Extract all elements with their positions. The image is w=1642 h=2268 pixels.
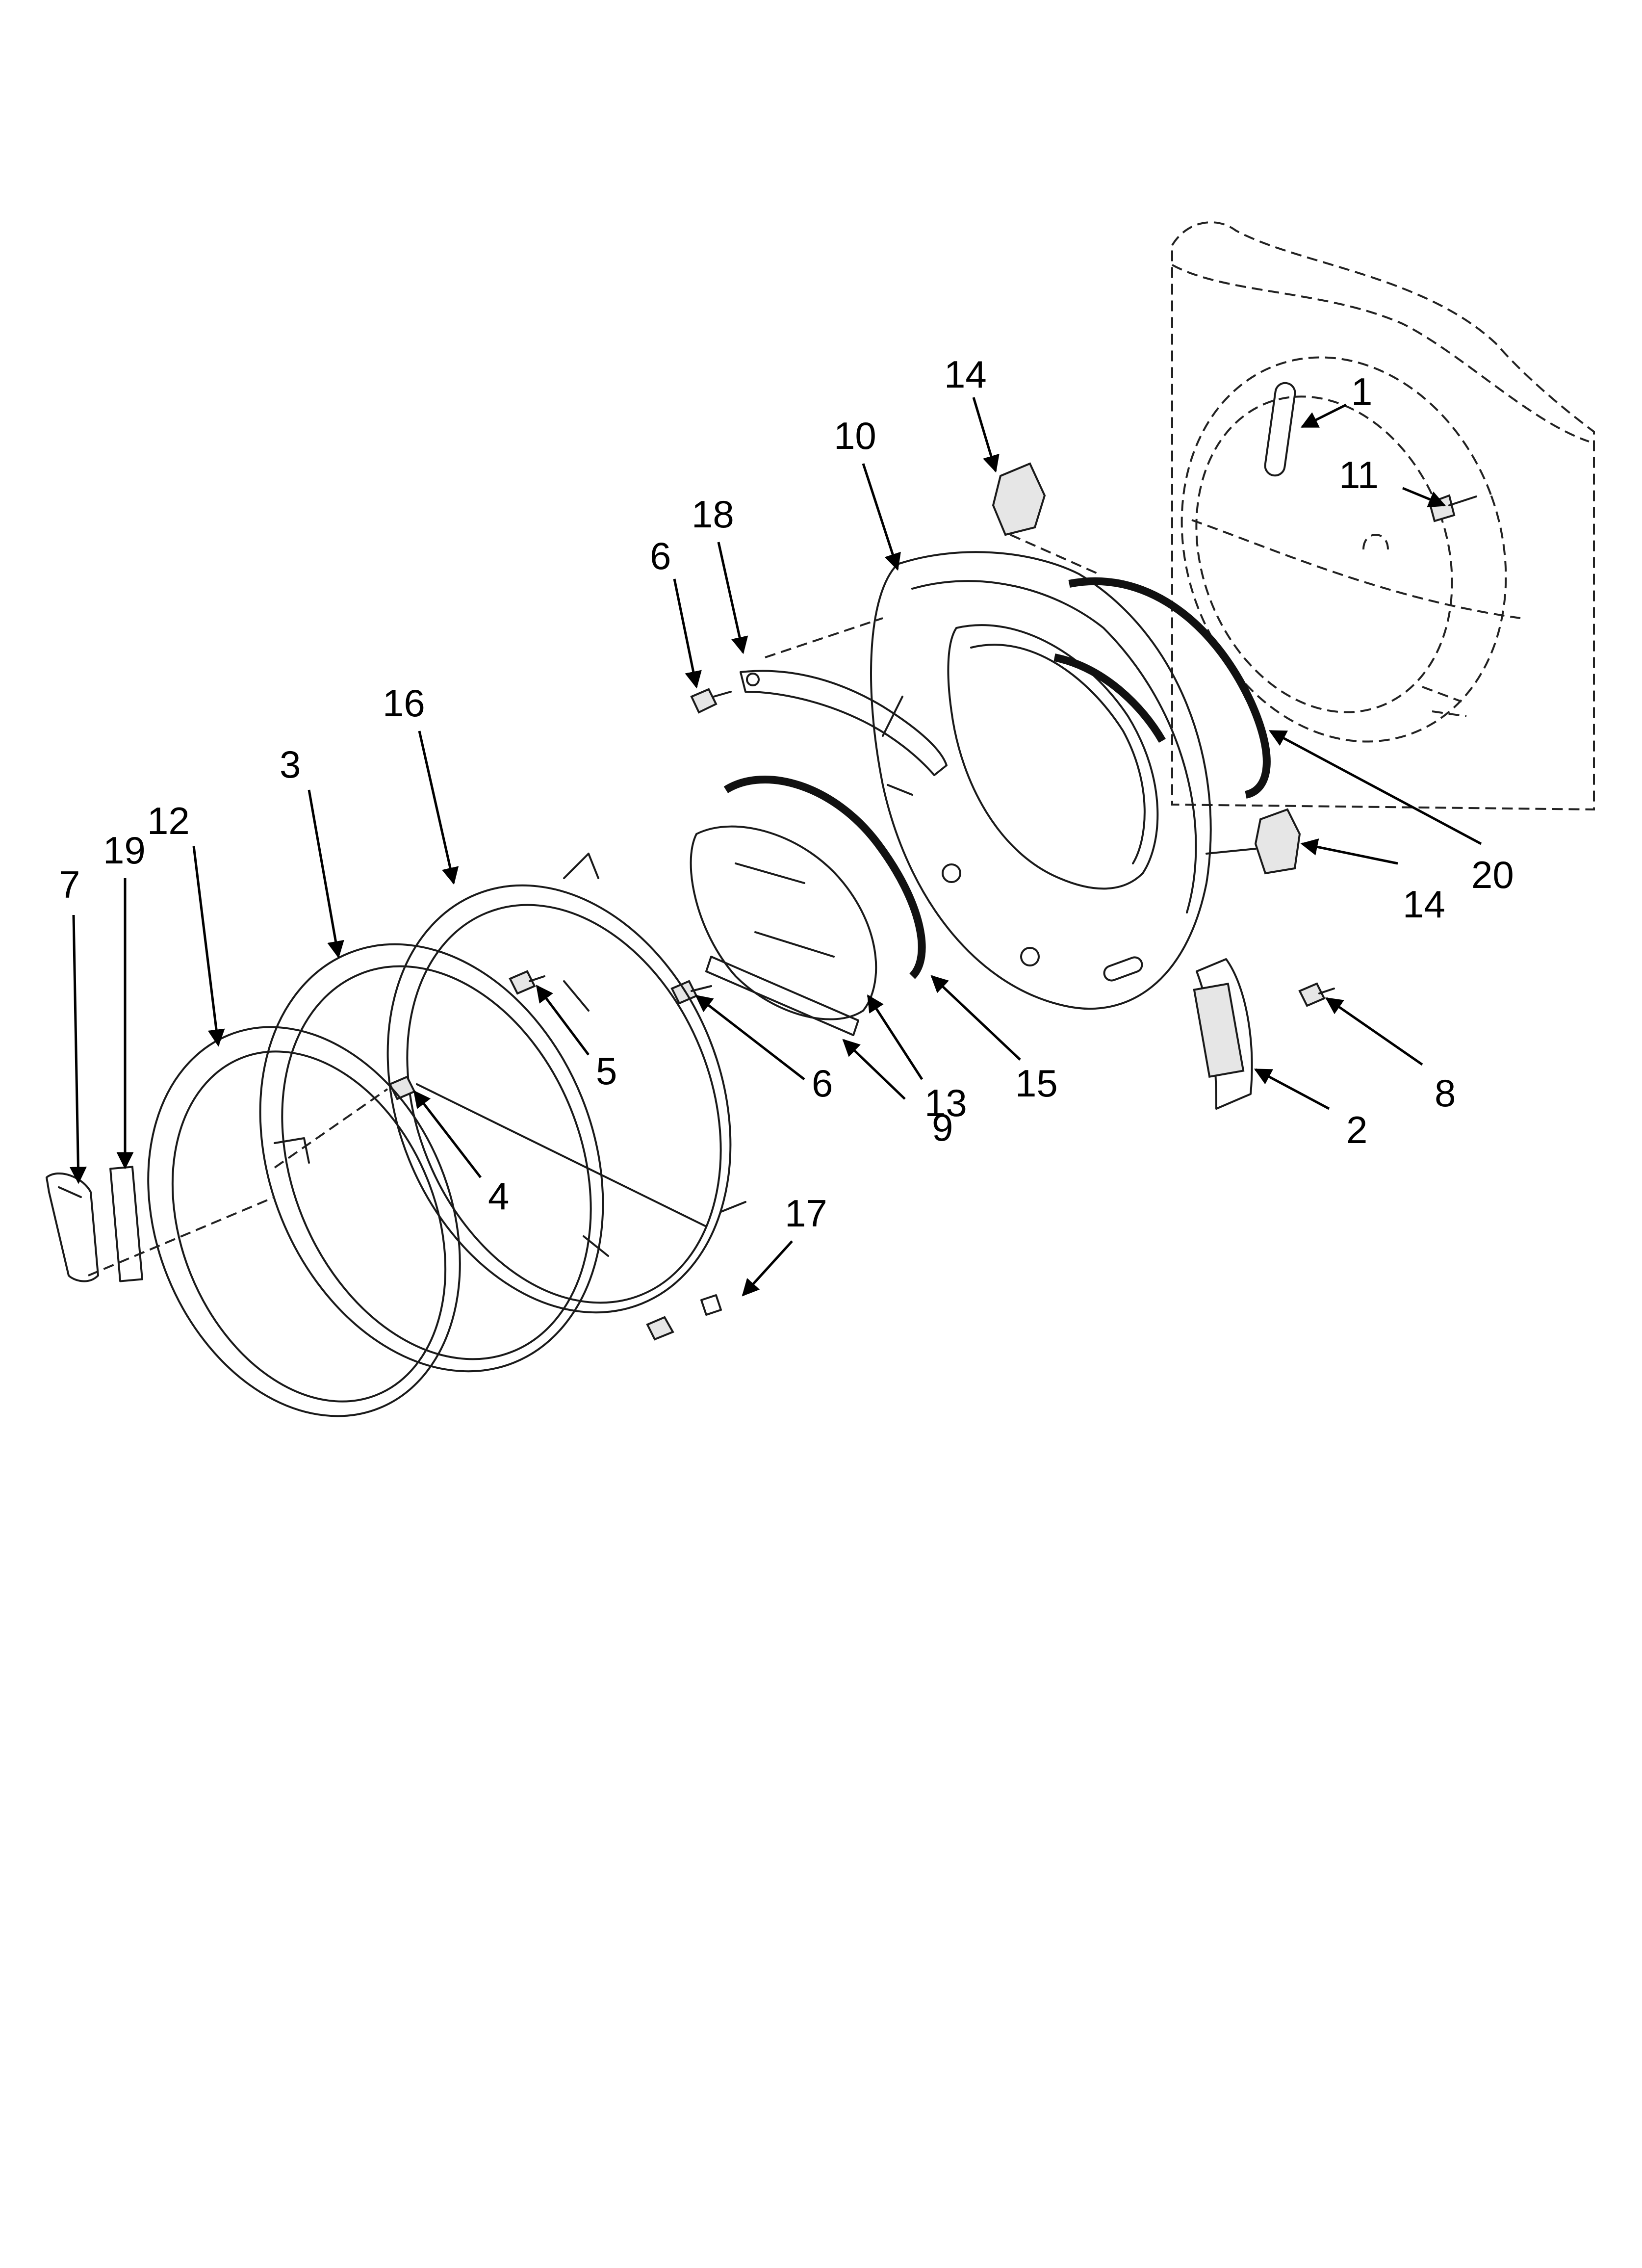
door-inner-ring <box>386 853 746 1314</box>
callout-16: 16 <box>383 681 425 725</box>
callout-15: 15 <box>1015 1062 1058 1105</box>
callout-4: 4 <box>488 1174 509 1218</box>
screw-part-5 <box>509 970 545 995</box>
callout-5: 5 <box>596 1049 617 1093</box>
hinge-strap <box>740 617 948 776</box>
callout-8: 8 <box>1435 1071 1456 1115</box>
hinge-bracket-upper <box>992 462 1099 575</box>
callout-14-lower: 14 <box>1403 883 1445 926</box>
callout-11: 11 <box>1339 453 1379 496</box>
screw-part-8 <box>1298 982 1335 1007</box>
callout-6-lower: 6 <box>812 1062 833 1105</box>
callout-3: 3 <box>280 743 301 786</box>
glass-gasket <box>723 776 926 979</box>
door-handle-slot <box>1264 382 1296 477</box>
cabinet-front-panel <box>1171 221 1595 811</box>
callout-9: 9 <box>932 1106 953 1149</box>
door-outer-ring <box>259 943 609 1373</box>
door-glass <box>690 825 877 1020</box>
door-trim-bezel <box>147 1026 461 1417</box>
hinge-bracket-lower <box>1206 808 1301 875</box>
screw-part-11 <box>1428 494 1477 522</box>
callout-6-upper: 6 <box>650 534 671 577</box>
door-strike <box>1193 958 1253 1110</box>
callout-13: 13 <box>924 1081 967 1124</box>
callout-19: 19 <box>103 829 146 872</box>
callout-20: 20 <box>1471 853 1514 896</box>
glass-trim-strip <box>705 956 859 1036</box>
callout-10: 10 <box>834 414 876 457</box>
door-handle <box>46 1172 99 1282</box>
door-label-strip <box>88 1166 275 1282</box>
callout-1: 1 <box>1351 370 1372 413</box>
callout-14-upper: 14 <box>944 353 987 396</box>
callout-leaders <box>69 397 1482 1297</box>
callout-7: 7 <box>59 863 80 906</box>
callout-12: 12 <box>147 799 190 842</box>
callout-labels: 1 11 14 10 18 6 20 14 8 2 15 13 9 6 5 4 … <box>59 353 1514 1235</box>
inner-door-gasket <box>1053 577 1271 799</box>
hinge-screw-part-17 <box>646 1294 722 1341</box>
screw-part-6-upper <box>690 688 732 714</box>
callout-2: 2 <box>1346 1108 1367 1151</box>
callout-17: 17 <box>785 1192 827 1235</box>
callout-18: 18 <box>692 493 734 536</box>
